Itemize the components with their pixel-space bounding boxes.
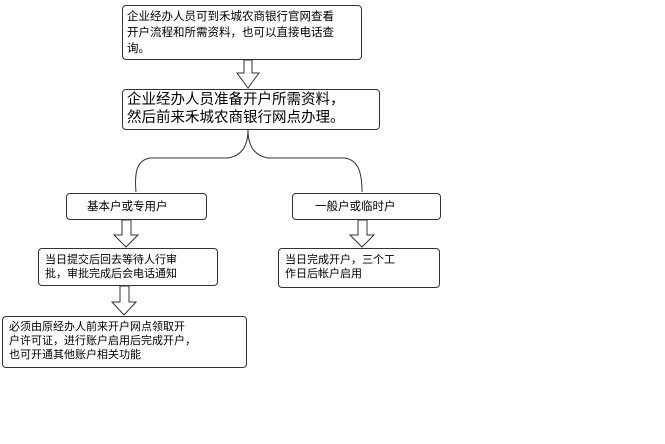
block-arrow-submit-to-license	[110, 285, 138, 316]
node-branch-general: 一般户或临时户	[292, 193, 441, 220]
branch-connector-right	[247, 129, 363, 193]
node-prepare: 企业经办人员准备开户所需资料， 然后前来禾城农商银行网点办理。	[122, 89, 380, 130]
block-arrow-consult-to-prepare	[236, 59, 260, 89]
block-arrow-basic-to-submit	[112, 219, 140, 248]
node-branch-basic: 基本户或专用户	[66, 193, 207, 220]
node-general-done: 当日完成开户，三个工 作日后帐户启用	[278, 248, 440, 288]
node-basic-license: 必须由原经办人前来开户网点领取开 户许可证，进行账户启用后完成开户， 也可开通其…	[2, 316, 247, 368]
block-arrow-general-to-done	[348, 219, 376, 248]
branch-connector	[135, 129, 249, 193]
node-consult: 企业经办人员可到禾城农商银行官网查看 开户流程和所需资料，也可以直接电话查 询。	[122, 5, 362, 60]
node-basic-submit: 当日提交后回去等待人行审 批，审批完成后会电话通知	[38, 248, 218, 286]
